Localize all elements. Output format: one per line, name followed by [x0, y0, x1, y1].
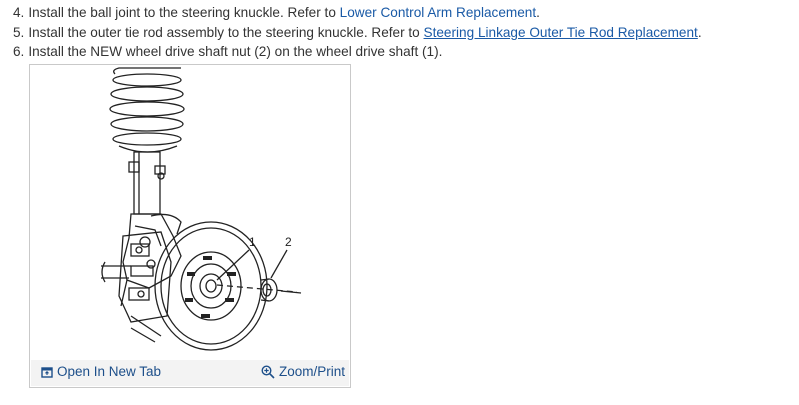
lower-control-arm-replacement-link[interactable]: Lower Control Arm Replacement: [339, 5, 537, 20]
step-end: .: [536, 5, 540, 20]
step-text: Install the ball joint to the steering k…: [28, 5, 340, 20]
step-4: 4.Install the ball joint to the steering…: [13, 3, 702, 23]
brake-caliper: [118, 231, 172, 323]
drive-shaft-nut: [260, 278, 278, 302]
step-end: .: [697, 24, 702, 40]
coil-spring: [109, 67, 185, 153]
procedure-steps: 4.Install the ball joint to the steering…: [13, 3, 702, 62]
callout-2: 2: [285, 235, 292, 249]
step-text: Install the outer tie rod assembly to th…: [28, 24, 424, 40]
callout-leaders: [216, 249, 288, 281]
step-text: Install the NEW wheel drive shaft nut (2…: [28, 44, 443, 60]
illustration-figure: 1 2 Open In New Tab Zoom/Print: [29, 64, 351, 388]
step-number: 4.: [13, 5, 25, 20]
zoom-print-label: Zoom/Print: [278, 364, 345, 379]
step-5: 5.Install the outer tie rod assembly to …: [13, 23, 702, 43]
strut: [128, 151, 166, 215]
steering-linkage-outer-tie-rod-replacement-link[interactable]: Steering Linkage Outer Tie Rod Replaceme…: [423, 24, 698, 40]
open-in-new-tab-button[interactable]: Open In New Tab: [41, 364, 161, 379]
open-new-tab-icon: [41, 366, 53, 378]
drive-shaft: [216, 284, 302, 294]
figure-toolbar: Open In New Tab Zoom/Print: [31, 360, 349, 386]
step-number: 6.: [13, 44, 25, 60]
step-6: 6.Install the NEW wheel drive shaft nut …: [13, 42, 702, 62]
steering-knuckle: [122, 213, 182, 289]
wheel-drive-shaft-nut-illustration: 1 2: [101, 67, 302, 351]
open-in-new-tab-label: Open In New Tab: [57, 364, 162, 379]
zoom-in-icon: [261, 364, 275, 379]
step-number: 5.: [13, 24, 25, 40]
zoom-print-button[interactable]: Zoom/Print: [261, 364, 345, 379]
callout-1: 1: [249, 235, 256, 249]
